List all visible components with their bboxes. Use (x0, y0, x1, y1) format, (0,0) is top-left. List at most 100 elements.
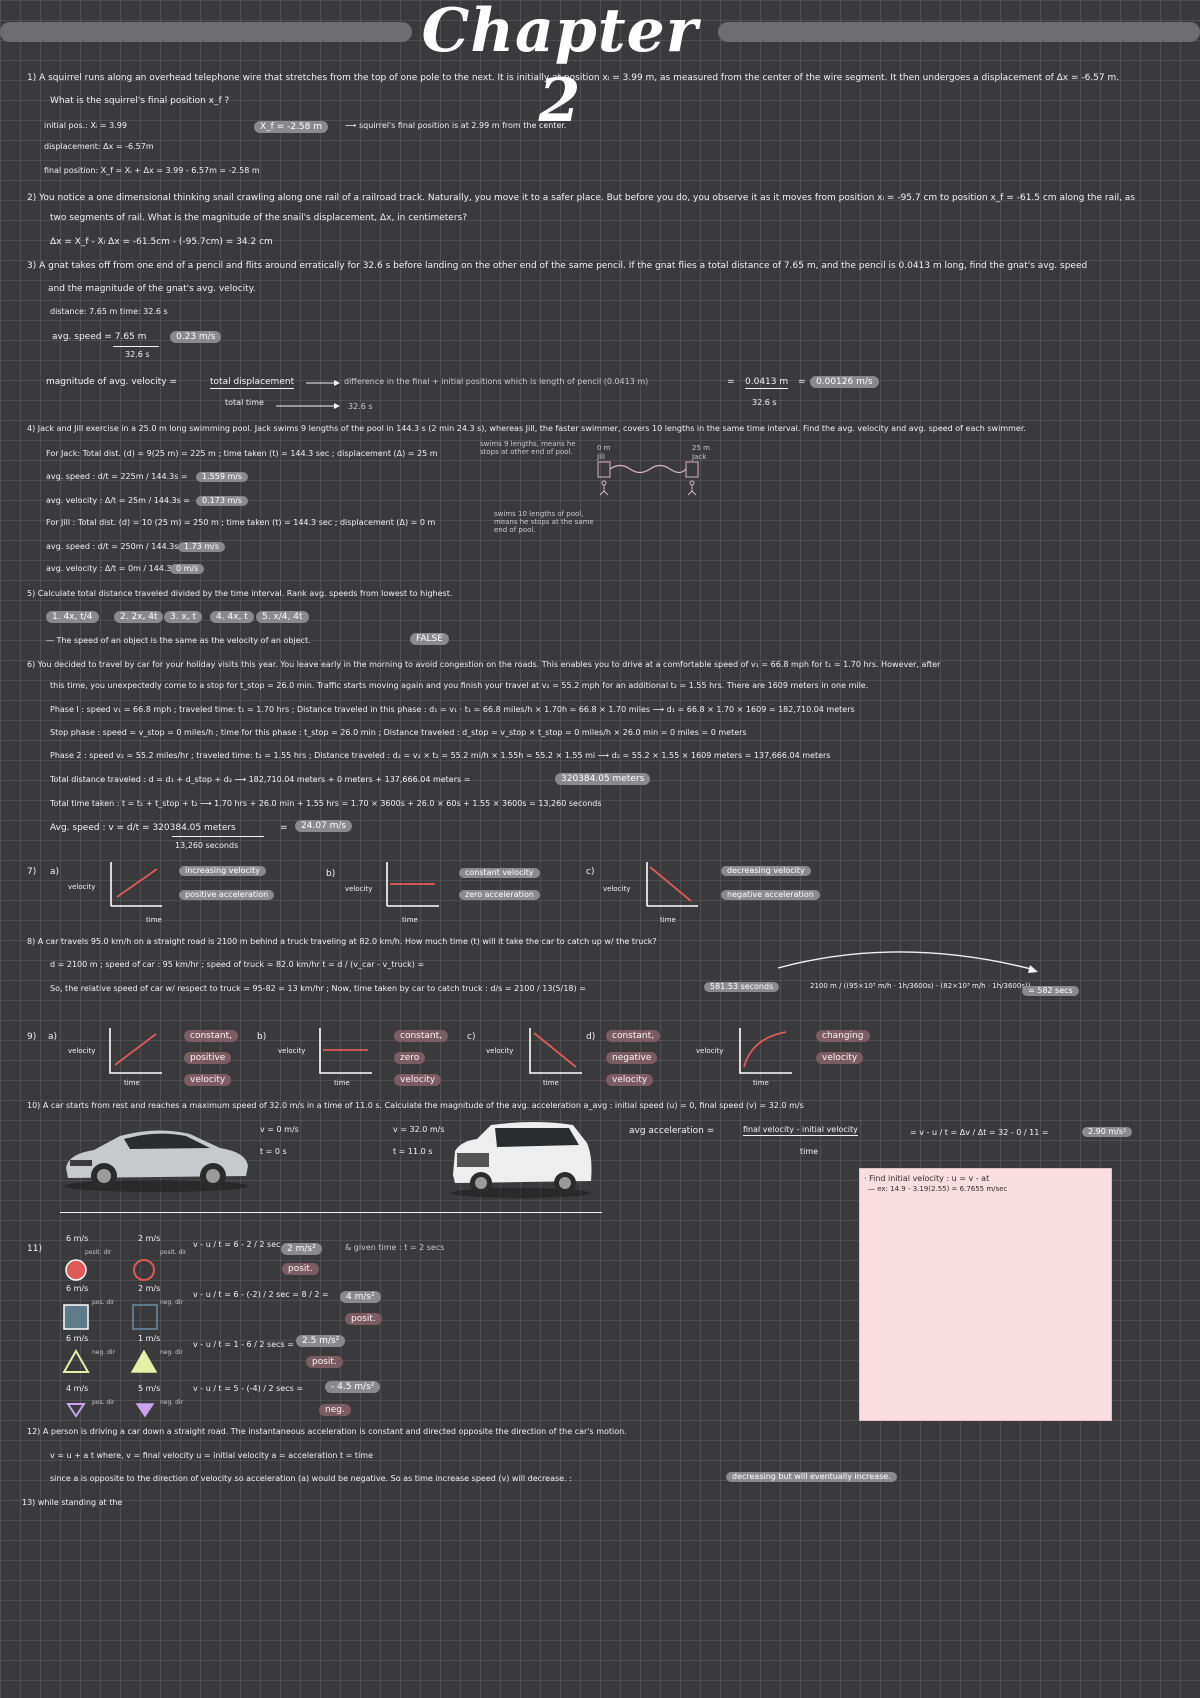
row-4-equation: v - u / t = 5 - (-4) / 2 secs = (193, 1384, 304, 1393)
problem-1-line-3: final position: X_f = Xᵢ + Δx = 3.99 - 6… (44, 166, 260, 175)
graph-7a (110, 862, 162, 907)
graph-9e-word-2: velocity (816, 1052, 864, 1064)
graph-9-axes (319, 1028, 372, 1074)
problem-2-question-2: two segments of rail. What is the magnit… (50, 213, 467, 223)
graph-9b-word-2: zero (394, 1052, 426, 1064)
graph-9-line (533, 1032, 577, 1068)
problem-11-shapes (62, 1259, 158, 1418)
pool-diagram (597, 461, 699, 496)
lime-triangle-filled (130, 1349, 158, 1373)
graph-9d-word-3: velocity (606, 1074, 654, 1086)
graph-7c-xlabel: time (660, 916, 676, 924)
problem-10-acc-denominator: time (800, 1147, 819, 1156)
problem-6-avg-speed: Avg. speed : v = d/t = 320384.05 meters (50, 823, 236, 833)
pool-left-name: Jill (597, 453, 605, 461)
row-4-answer: - 4.5 m/s² (325, 1381, 381, 1393)
problem-3-velocity-answer: 0.00126 m/s (810, 376, 879, 388)
red-circle-filled (65, 1259, 87, 1281)
row-4-b: 5 m/s (138, 1384, 161, 1393)
graph-7b-label: b) (326, 869, 336, 879)
problem-4-jack-speed-answer: 1.559 m/s (196, 472, 249, 482)
graph-9d-word-1: constant, (606, 1030, 660, 1042)
problem-4-jill: For Jill : Total dist. (d) = 10 (25 m) =… (46, 518, 436, 527)
problem-3-velocity-numerator: total displacement (210, 377, 295, 389)
graph-7c-text-1: decreasing velocity (721, 866, 811, 876)
problem-1-line-1: initial pos.: Xᵢ = 3.99 (44, 121, 127, 130)
violet-heart-filled (135, 1403, 155, 1418)
pool-right-label: 25 m (692, 444, 710, 452)
row-3-b-dir: neg. dir (160, 1349, 184, 1356)
row-2-sign: posit. (345, 1313, 382, 1325)
graph-9-1 (109, 1028, 162, 1074)
problem-6-question: 6) You decided to travel by car for your… (27, 660, 941, 669)
problem-6-total-time: Total time taken : t = t₁ + t_stop + t₂ … (50, 799, 602, 808)
graph-7c-text-2: negative acceleration (721, 890, 820, 900)
problem-4-jack-speed: avg. speed : d/t = 225m / 144.3s = (46, 472, 188, 481)
row-2-b-dir: neg. dir (160, 1299, 184, 1306)
problem-4-jill-velocity-answer: 0 m/s (170, 564, 205, 574)
problem-4-jill-speed-answer: 1.73 m/s (178, 542, 226, 552)
graph-9-2 (319, 1028, 372, 1074)
graph-9-axes (529, 1028, 582, 1074)
car-2-time: t = 11.0 s (393, 1147, 433, 1156)
problem-6-total-distance-answer: 320384.05 meters (555, 773, 651, 785)
problem-8-question: 8) A car travels 95.0 km/h on a straight… (27, 937, 657, 946)
row-4-b-dir: neg. dir (160, 1399, 184, 1406)
problem-4-jack: For Jack: Total dist. (d) = 9(25 m) = 22… (46, 449, 438, 458)
problem-6-fraction-bar (172, 836, 264, 837)
lime-triangle-outline (62, 1348, 90, 1373)
problem-12-line-2: since a is opposite to the direction of … (50, 1474, 572, 1483)
row-1-a: 6 m/s (66, 1234, 89, 1243)
graph-9a-xlabel: time (124, 1079, 140, 1087)
problem-6-avg-denominator: 13,260 seconds (175, 841, 239, 850)
graph-9-line (114, 1033, 157, 1066)
violet-heart-outline (66, 1403, 86, 1418)
row-2-b: 2 m/s (138, 1284, 161, 1293)
graph-7c-ylabel: velocity (603, 885, 631, 893)
row-2-answer: 4 m/s² (340, 1291, 381, 1303)
title-bar-right (718, 22, 1200, 42)
problem-8-answer: 581.53 seconds (704, 982, 780, 992)
problem-9-graphs (109, 1028, 792, 1074)
row-3-sign: posit. (306, 1356, 343, 1368)
problem-10-acc-label: avg acceleration = (629, 1126, 715, 1136)
graph-7a-ylabel: velocity (68, 883, 96, 891)
problem-10-question: 10) A car starts from rest and reaches a… (27, 1101, 804, 1110)
row-3-a-dir: neg. dir (92, 1349, 116, 1356)
problem-6-phase-1: Phase I : speed v₁ = 66.8 mph ; traveled… (50, 705, 855, 714)
graph-9-axes (739, 1028, 792, 1074)
graph-9c-ylabel: velocity (486, 1047, 514, 1055)
problem-2-line-1: Δx = X_f - Xᵢ Δx = -61.5cm - (-95.7cm) =… (50, 237, 273, 247)
graph-9b-word-3: velocity (394, 1074, 442, 1086)
graph-9-axes (109, 1028, 162, 1074)
problem-6-avg-answer: 24.07 m/s (295, 820, 353, 832)
graph-9b-ylabel: velocity (278, 1047, 306, 1055)
row-1-given: & given time : t = 2 secs (345, 1243, 445, 1252)
graph-9b-xlabel: time (334, 1079, 350, 1087)
problem-1-answer-note: ⟶ squirrel's final position is at 2.99 m… (345, 121, 567, 130)
sticky-note-line-1: · Find initial velocity : u = v - at (864, 1174, 990, 1183)
problem-8-alt-answer: = 582 secs (1022, 986, 1079, 996)
rank-4: 4. 4x, t (210, 611, 254, 623)
problem-3-velocity-denominator: total time (225, 398, 264, 407)
problem-3-line-1: distance: 7.65 m time: 32.6 s (50, 307, 168, 316)
row-4-a-dir: pos. dir (92, 1399, 115, 1406)
problem-3-fraction-numerator: 0.0413 m (745, 377, 789, 389)
graph-9a-word-1: constant, (184, 1030, 238, 1042)
rank-2: 2. 2x, 4t (114, 611, 164, 623)
car-2-velocity: v = 32.0 m/s (393, 1125, 445, 1134)
graph-9-line (743, 1031, 787, 1068)
row-3-equation: v - u / t = 1 - 6 / 2 secs = (193, 1340, 294, 1349)
row-1-b: 2 m/s (138, 1234, 161, 1243)
graph-7c-label: c) (586, 867, 595, 877)
graph-7a-xlabel: time (146, 916, 162, 924)
problem-12-line-1: v = u + a t where, v = final velocity u … (50, 1451, 373, 1460)
graph-9d-label: d) (586, 1032, 596, 1042)
graph-9a-word-2: positive (184, 1052, 232, 1064)
problem-1-question-2: What is the squirrel's final position x_… (50, 96, 230, 106)
problem-3-question: 3) A gnat takes off from one end of a pe… (27, 261, 1088, 271)
pool-left-label: 0 m (597, 444, 611, 452)
teal-square-filled (63, 1304, 89, 1330)
problem-4-question: 4) Jack and Jill exercise in a 25.0 m lo… (27, 424, 1026, 433)
problem-3-question-2: and the magnitude of the gnat's avg. vel… (48, 284, 256, 294)
